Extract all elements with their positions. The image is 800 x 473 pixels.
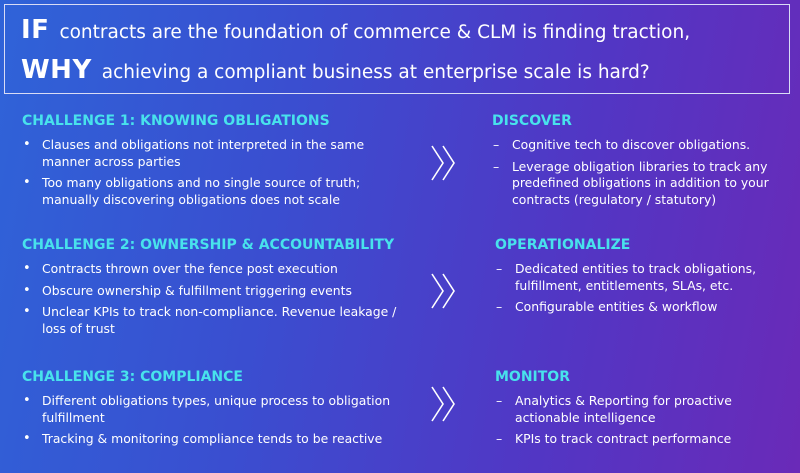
challenge-1-title: CHALLENGE 1: KNOWING OBLIGATIONS — [22, 113, 330, 129]
solution-discover-title: DISCOVER — [492, 113, 572, 129]
solution-monitor-list: Analytics & Reporting for proactive acti… — [495, 393, 792, 448]
list-item: Obscure ownership & fulfillment triggeri… — [22, 283, 412, 300]
double-chevron-right-icon — [431, 273, 455, 309]
challenge-2-list: Contracts thrown over the fence post exe… — [22, 261, 412, 337]
list-item: Analytics & Reporting for proactive acti… — [495, 393, 792, 426]
list-item: Dedicated entities to track obligations,… — [495, 261, 792, 294]
header-if-keyword: IF — [21, 15, 50, 45]
double-chevron-right-icon — [431, 386, 455, 422]
double-chevron-right-icon — [431, 145, 455, 181]
solution-operationalize-title: OPERATIONALIZE — [495, 237, 631, 253]
list-item: Tracking & monitoring compliance tends t… — [22, 431, 412, 448]
challenge-2: CHALLENGE 2: OWNERSHIP & ACCOUNTABILITY … — [22, 237, 412, 342]
list-item: Leverage obligation libraries to track a… — [492, 159, 792, 209]
list-item: Contracts thrown over the fence post exe… — [22, 261, 412, 278]
list-item: Clauses and obligations not interpreted … — [22, 137, 412, 170]
list-item: Cognitive tech to discover obligations. — [492, 137, 792, 154]
solution-operationalize-list: Dedicated entities to track obligations,… — [495, 261, 792, 316]
header-why-keyword: WHY — [21, 55, 92, 85]
header-line-2: WHY achieving a compliant business at ent… — [21, 55, 650, 85]
header-line-1-text: contracts are the foundation of commerce… — [59, 22, 691, 43]
challenge-3: CHALLENGE 3: COMPLIANCE Different obliga… — [22, 369, 412, 453]
solution-discover: DISCOVER Cognitive tech to discover obli… — [492, 113, 792, 213]
solution-monitor-title: MONITOR — [495, 369, 570, 385]
solution-monitor: MONITOR Analytics & Reporting for proact… — [495, 369, 792, 453]
challenge-2-title: CHALLENGE 2: OWNERSHIP & ACCOUNTABILITY — [22, 237, 395, 253]
header-line-1: IF contracts are the foundation of commer… — [21, 15, 690, 45]
header-box: IF contracts are the foundation of commer… — [4, 4, 790, 94]
challenge-1: CHALLENGE 1: KNOWING OBLIGATIONS Clauses… — [22, 113, 412, 213]
list-item: KPIs to track contract performance — [495, 431, 792, 448]
solution-discover-list: Cognitive tech to discover obligations. … — [492, 137, 792, 208]
list-item: Different obligations types, unique proc… — [22, 393, 412, 426]
challenge-3-title: CHALLENGE 3: COMPLIANCE — [22, 369, 243, 385]
solution-operationalize: OPERATIONALIZE Dedicated entities to tra… — [495, 237, 792, 321]
challenge-3-list: Different obligations types, unique proc… — [22, 393, 412, 448]
list-item: Too many obligations and no single sourc… — [22, 175, 412, 208]
list-item: Configurable entities & workflow — [495, 299, 792, 316]
challenge-1-list: Clauses and obligations not interpreted … — [22, 137, 412, 208]
list-item: Unclear KPIs to track non-compliance. Re… — [22, 304, 412, 337]
header-line-2-text: achieving a compliant business at enterp… — [101, 62, 650, 83]
